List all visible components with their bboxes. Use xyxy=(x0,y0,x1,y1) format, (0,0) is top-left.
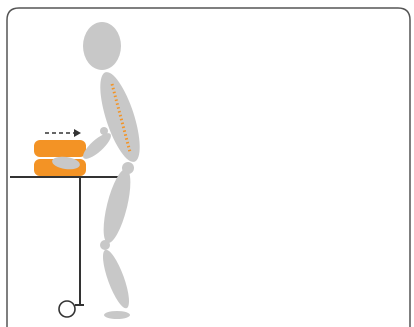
box-upper-half xyxy=(34,140,86,157)
figure-knee xyxy=(100,240,110,250)
figure-thigh xyxy=(98,167,136,246)
figure-elbow xyxy=(100,127,108,135)
figure-torso xyxy=(92,68,148,166)
figure-shin xyxy=(98,247,134,311)
dashed-right-arrow-icon xyxy=(45,129,81,137)
figure-foot xyxy=(104,311,130,319)
table-wheel-icon xyxy=(59,301,75,317)
figure-head xyxy=(83,22,121,70)
